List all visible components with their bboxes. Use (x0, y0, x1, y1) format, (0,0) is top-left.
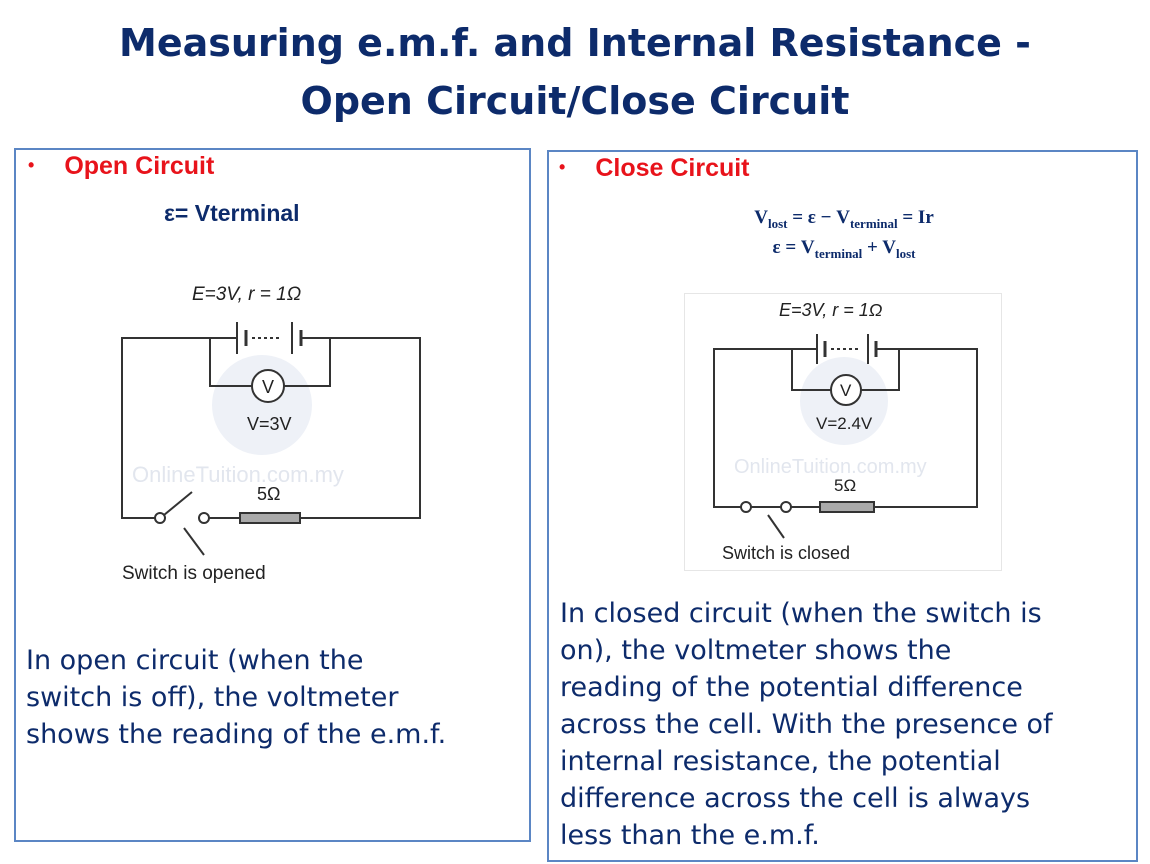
text-line: In closed circuit (when the switch is (560, 598, 1042, 629)
close-circuit-panel: • Close Circuit Vlost = ε − Vterminal = I… (547, 150, 1138, 862)
switch-contact (780, 501, 792, 513)
resistor (239, 512, 301, 524)
text-line: across the cell. With the presence of (560, 709, 1053, 740)
voltmeter-icon (830, 374, 862, 406)
switch-contact (154, 512, 166, 524)
open-circuit-diagram: OnlineTuition.com.my E=3V, r = 1Ω V V=3V… (121, 284, 421, 584)
switch-contact (198, 512, 210, 524)
title-line-2: Open Circuit/Close Circuit (300, 79, 850, 123)
switch-lever (163, 491, 193, 516)
voltmeter-icon (251, 369, 285, 403)
open-circuit-description: In open circuit (when the switch is off)… (26, 642, 446, 753)
text-line: difference across the cell is always (560, 783, 1031, 814)
formula-line-1: Vlost = ε − Vterminal = Ir (754, 207, 934, 231)
voltmeter-wire (791, 349, 900, 391)
open-circuit-panel: • Open Circuit ε= Vterminal OnlineTuition… (14, 148, 531, 842)
close-circuit-description: In closed circuit (when the switch is on… (560, 595, 1053, 854)
switch-label: Switch is opened (122, 563, 266, 584)
text-line: reading of the potential difference (560, 672, 1023, 703)
text-line: In open circuit (when the (26, 645, 364, 676)
resistor-label: 5Ω (257, 484, 280, 504)
watermark-circle (212, 355, 312, 455)
voltmeter-reading: V=2.4V (816, 414, 873, 433)
watermark: OnlineTuition.com.my (132, 462, 344, 487)
close-circuit-formula: Vlost = ε − Vterminal = Ir ε = Vterminal… (669, 206, 1019, 266)
voltmeter-wire (209, 338, 331, 387)
voltmeter-reading: V=3V (247, 414, 292, 434)
resistor (819, 501, 875, 513)
outer-wire (121, 337, 421, 519)
formula-line-2: ε = Vterminal + Vlost (772, 236, 916, 261)
switch-pointer (183, 527, 205, 556)
text-line: less than the e.m.f. (560, 820, 820, 851)
text-line: shows the reading of the e.m.f. (26, 719, 447, 750)
source-label: E=3V, r = 1Ω (192, 284, 301, 305)
voltmeter-symbol: V (262, 377, 274, 397)
close-circuit-heading-text: Close Circuit (595, 154, 750, 182)
open-circuit-heading: • Open Circuit (28, 152, 214, 181)
page-title: Measuring e.m.f. and Internal Resistance… (0, 14, 1150, 130)
text-line: switch is off), the voltmeter (26, 682, 399, 713)
text-line: on), the voltmeter shows the (560, 635, 952, 666)
title-line-1: Measuring e.m.f. and Internal Resistance… (119, 21, 1031, 65)
voltmeter-symbol: V (840, 381, 852, 400)
switch-label: Switch is closed (722, 543, 850, 563)
switch-contact (740, 501, 752, 513)
close-circuit-heading: • Close Circuit (559, 154, 750, 183)
switch-pointer (767, 514, 785, 539)
bullet-icon: • (559, 157, 566, 177)
bullet-icon: • (28, 155, 35, 175)
resistor-label: 5Ω (834, 476, 856, 495)
open-circuit-heading-text: Open Circuit (64, 152, 215, 180)
source-label: E=3V, r = 1Ω (779, 300, 883, 320)
watermark: OnlineTuition.com.my (734, 456, 927, 478)
close-circuit-diagram: OnlineTuition.com.my E=3V, r = 1Ω V V=2.… (684, 293, 1002, 571)
text-line: internal resistance, the potential (560, 746, 1001, 777)
open-circuit-formula: ε= Vterminal (164, 200, 300, 226)
outer-wire (713, 348, 978, 508)
